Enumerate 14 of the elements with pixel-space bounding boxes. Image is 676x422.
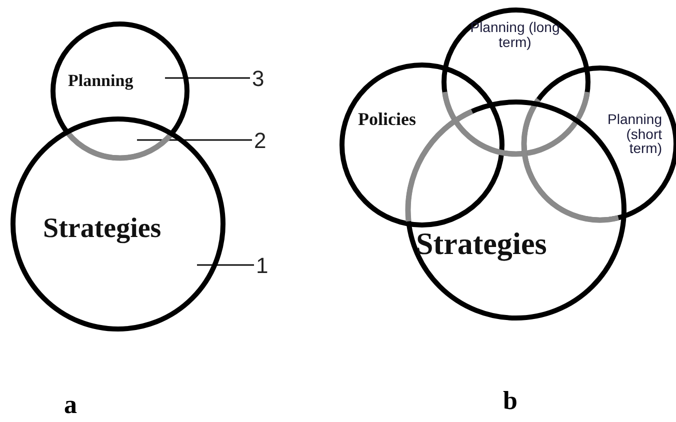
circle-label: Strategies (43, 214, 162, 244)
circle-label: Policies (358, 110, 416, 129)
callout-number: 3 (252, 66, 264, 92)
circle-label: Planning (short term) (606, 112, 662, 156)
leader-line (165, 77, 250, 79)
circle-label: Planning (68, 72, 134, 90)
circle-label: Planning (long term) (469, 20, 561, 50)
leader-line (197, 264, 254, 266)
circle-label: Strategies (416, 228, 547, 261)
leader-line (137, 139, 252, 141)
panel-label: a (64, 390, 77, 420)
callout-number: 2 (254, 128, 266, 154)
callout-number: 1 (256, 253, 268, 279)
panel-label: b (503, 386, 518, 416)
